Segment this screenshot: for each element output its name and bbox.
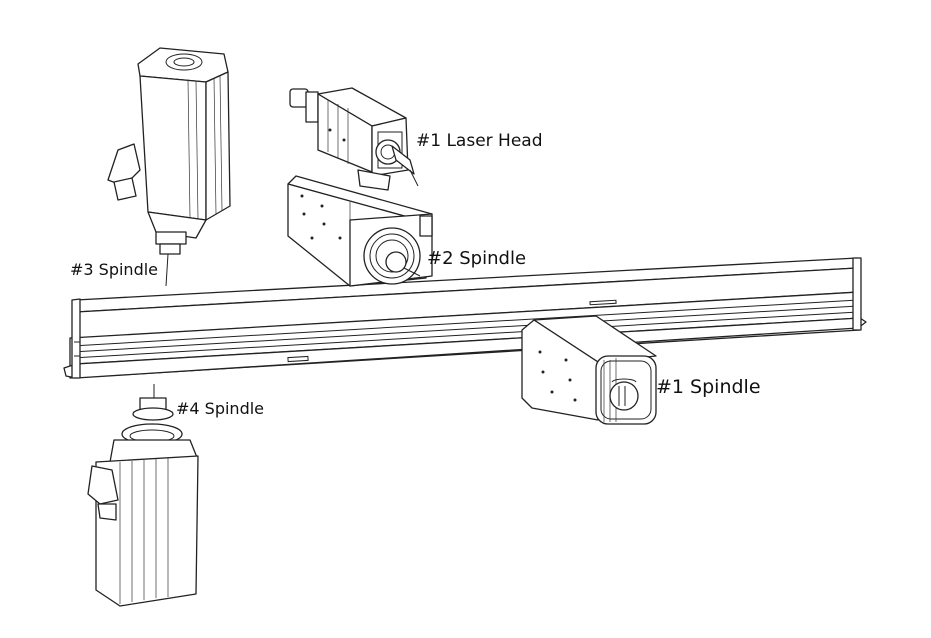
laser-head-label: #1 Laser Head xyxy=(416,131,543,151)
spindle-4-label: #4 Spindle xyxy=(176,399,265,418)
spindle-3-label: #3 Spindle xyxy=(70,260,159,279)
spindle-4 xyxy=(87,384,199,607)
spindle-1-label: #1 Spindle xyxy=(656,376,761,398)
gantry-beam xyxy=(63,257,867,379)
spindle-3 xyxy=(107,47,231,287)
spindle-2 xyxy=(287,175,433,287)
spindle-2-label: #2 Spindle xyxy=(427,248,527,269)
spindle-1 xyxy=(521,315,657,425)
laser-head xyxy=(289,87,419,191)
